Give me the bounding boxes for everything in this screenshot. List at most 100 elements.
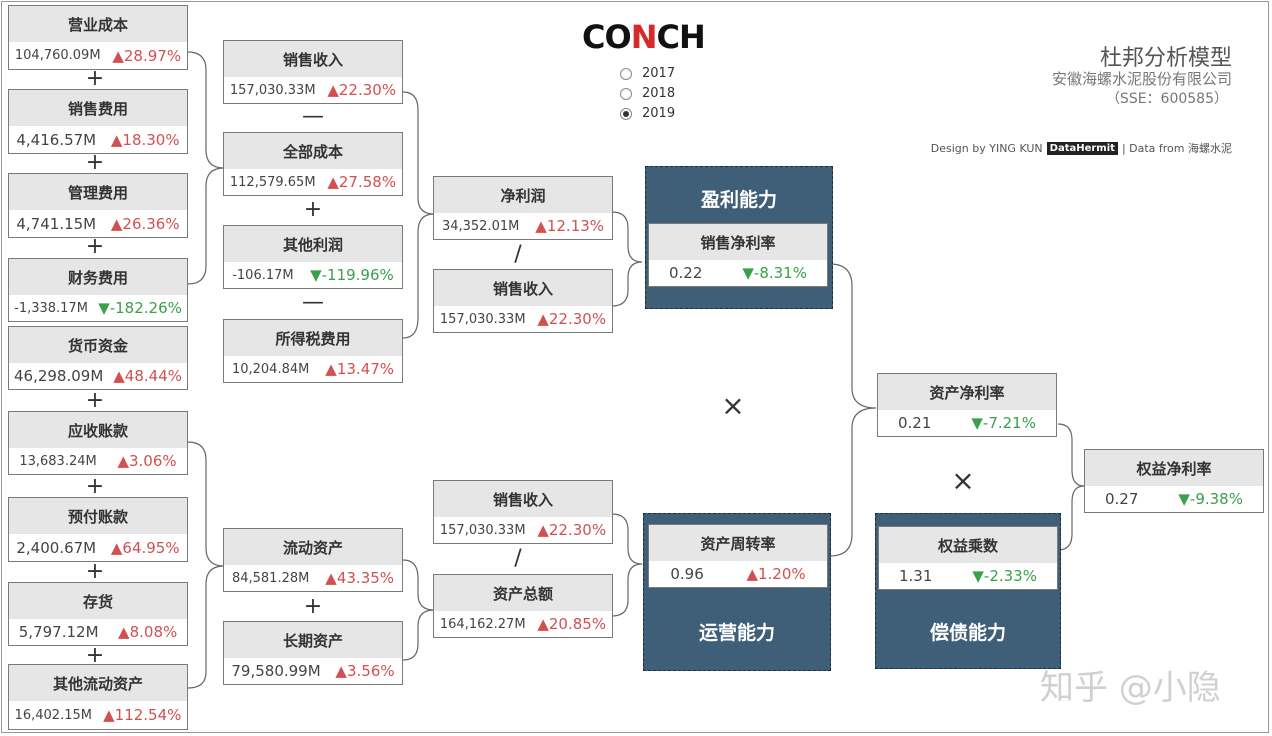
metric-change: ▲64.95% (110, 538, 180, 557)
radio-icon (620, 67, 632, 80)
ratio-change: ▲1.20% (746, 565, 806, 583)
metric-box[interactable]: 其他利润 -106.17M▼-119.96% (223, 225, 403, 289)
metric-box[interactable]: 销售收入 157,030.33M▲22.30% (433, 480, 613, 544)
metric-title: 管理费用 (9, 174, 187, 210)
metric-box[interactable]: 资产总额 164,162.27M▲20.85% (433, 574, 613, 638)
metric-change: ▲3.56% (335, 662, 395, 680)
metric-title: 销售费用 (9, 90, 187, 126)
metric-box[interactable]: 销售收入 157,030.33M▲22.30% (433, 269, 613, 333)
metric-change: ▲20.85% (537, 615, 607, 633)
ratio-value: 0.21 (897, 414, 932, 432)
ratio-title: 销售净利率 (649, 224, 827, 260)
page-title: 杜邦分析模型 (1099, 46, 1232, 71)
metric-value: 46,298.09M (13, 367, 104, 385)
year-option-2017[interactable]: 2017 (620, 66, 675, 81)
ratio-box[interactable]: 销售净利率 0.22 ▼-8.31% (648, 223, 828, 287)
plus-operator: + (85, 150, 105, 175)
plus-operator: + (85, 559, 105, 584)
ratio-change: ▼-7.21% (971, 414, 1036, 432)
company-name: 安徽海螺水泥股份有限公司 (1051, 70, 1232, 88)
conch-logo: CONCH (582, 18, 706, 56)
metric-box[interactable]: 所得税费用 10,204.84M▲13.47% (223, 319, 403, 383)
credit-data: | Data from 海螺水泥 (1121, 142, 1232, 155)
ratio-title: 资产净利率 (878, 374, 1056, 410)
credit-line: Design by YING KUN DataHermit | Data fro… (931, 140, 1232, 156)
plus-operator: + (85, 234, 105, 259)
credit-design: Design by YING KUN (930, 141, 1043, 155)
metric-value: 79,580.99M (231, 662, 321, 680)
year-option-2019[interactable]: 2019 (620, 106, 675, 121)
metric-box[interactable]: 其他流动资产 16,402.15M ▲112.54% (8, 664, 188, 730)
minus-operator: — (302, 104, 324, 129)
ratio-title: 权益乘数 (879, 527, 1057, 563)
times-operator: × (951, 464, 975, 497)
minus-operator: — (302, 290, 324, 315)
ratio-value: 0.96 (670, 565, 704, 583)
metric-change: ▲22.30% (537, 521, 607, 539)
plus-operator: + (85, 474, 105, 499)
metric-title: 所得税费用 (224, 320, 402, 356)
metric-change: ▲43.35% (325, 569, 395, 587)
plus-operator: + (85, 388, 105, 413)
metric-value: 104,760.09M (14, 48, 101, 63)
metric-value: 164,162.27M (439, 616, 526, 632)
metric-box[interactable]: 财务费用 -1,338.17M▼-182.26% (8, 258, 188, 322)
metric-box[interactable]: 流动资产 84,581.28M ▲43.35% (223, 528, 403, 592)
metric-box[interactable]: 应收账款 13,683.24M▲3.06% (8, 411, 188, 475)
year-option-2018[interactable]: 2018 (620, 86, 675, 101)
times-operator: × (721, 389, 745, 422)
metric-box[interactable]: 净利润 34,352.01M▲12.13% (433, 176, 613, 240)
ratio-change: ▼-8.31% (742, 264, 807, 282)
metric-box[interactable]: 销售费用 4,416.57M▲18.30% (8, 89, 188, 154)
metric-title: 全部成本 (224, 133, 402, 169)
metric-box[interactable]: 营业成本 104,760.09M ▲28.97% (8, 5, 188, 70)
ratio-box[interactable]: 权益乘数 1.31▼-2.33% (878, 526, 1058, 590)
metric-value: 112,579.65M (229, 174, 316, 190)
ratio-change: ▼-2.33% (972, 567, 1037, 585)
panel-title-solvency: 偿债能力 (929, 622, 1006, 644)
metric-value: 16,402.15M (14, 707, 92, 723)
divide-operator: / (514, 546, 522, 571)
metric-box[interactable]: 货币资金 46,298.09M▲48.44% (8, 326, 188, 390)
ratio-change: ▼-9.38% (1178, 490, 1243, 508)
metric-box[interactable]: 存货 5,797.12M▲8.08% (8, 582, 188, 646)
metric-value: 13,683.24M (19, 453, 97, 469)
metric-change: ▲22.30% (537, 310, 607, 328)
metric-box[interactable]: 管理费用 4,741.15M ▲26.36% (8, 173, 188, 238)
metric-value: 4,741.15M (16, 214, 97, 233)
metric-box[interactable]: 预付账款 2,400.67M▲64.95% (8, 497, 188, 562)
metric-title: 存货 (9, 583, 187, 619)
metric-change: ▲48.44% (113, 367, 182, 385)
metric-change: ▲22.30% (327, 81, 397, 99)
ratio-box[interactable]: 资产周转率 0.96▲1.20% (648, 524, 828, 588)
metric-title: 其他流动资产 (9, 665, 187, 701)
metric-value: -106.17M (232, 267, 294, 283)
metric-title: 其他利润 (224, 226, 402, 262)
metric-change: ▲3.06% (117, 452, 177, 470)
ratio-box-roe[interactable]: 权益净利率 0.27▼-9.38% (1084, 449, 1264, 513)
metric-value: 84,581.28M (231, 570, 310, 586)
metric-title: 销售收入 (224, 41, 402, 77)
metric-title: 流动资产 (224, 529, 402, 565)
metric-box[interactable]: 长期资产 79,580.99M▲3.56% (223, 621, 403, 685)
metric-box[interactable]: 销售收入 157,030.33M▲22.30% (223, 40, 403, 104)
metric-box[interactable]: 全部成本 112,579.65M▲27.58% (223, 132, 403, 196)
metric-change: ▲112.54% (103, 706, 182, 724)
ratio-box[interactable]: 资产净利率 0.21 ▼-7.21% (877, 373, 1057, 437)
ratio-value: 0.22 (668, 264, 703, 282)
metric-change: ▲8.08% (118, 623, 178, 641)
plus-operator: + (85, 643, 105, 668)
metric-change: ▲28.97% (112, 46, 182, 65)
metric-title: 销售收入 (434, 270, 612, 306)
stock-code: （SSE：600585） (1105, 91, 1228, 107)
ratio-value: 0.27 (1104, 490, 1139, 508)
plus-operator: + (303, 197, 323, 222)
metric-change: ▲26.36% (110, 214, 180, 233)
radio-selected-icon (620, 107, 632, 120)
metric-value: -1,338.17M (14, 300, 88, 316)
metric-title: 财务费用 (9, 259, 187, 295)
metric-title: 营业成本 (9, 6, 187, 42)
metric-value: 34,352.01M (441, 218, 520, 234)
